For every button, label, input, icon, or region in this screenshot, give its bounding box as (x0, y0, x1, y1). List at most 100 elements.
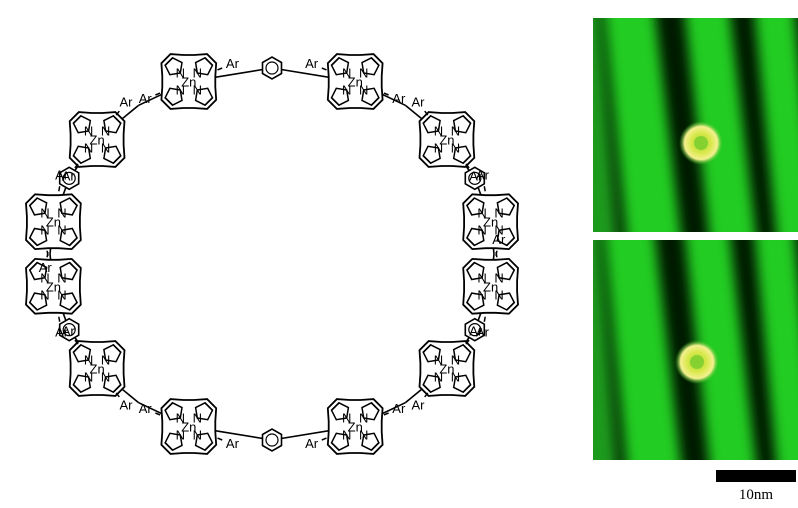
nitrogen-label: N (57, 270, 66, 285)
scale-bar-label: 10nm (738, 487, 774, 503)
macrocycle (326, 53, 384, 110)
zinc-label: Zn (348, 420, 363, 435)
aryl-label: Ar (139, 91, 153, 106)
nitrogen-label: N (101, 370, 110, 385)
aryl-label: Ar (226, 56, 240, 71)
nitrogen-label: N (101, 141, 110, 156)
nitrogen-label: N (176, 66, 185, 81)
phenylene-ring (464, 166, 486, 191)
macrocycle (25, 257, 82, 315)
nitrogen-label: N (84, 141, 93, 156)
aryl-label: Ar (62, 324, 76, 339)
zinc-label: Zn (181, 75, 196, 90)
macrocycle (160, 53, 218, 110)
aryl-label: Ar (412, 95, 426, 110)
phenylene-ring (261, 56, 283, 80)
macrocycle (326, 398, 384, 455)
phenylene-ring (261, 428, 283, 452)
phenylene-ring (58, 166, 80, 191)
aryl-label: Ar (476, 325, 490, 340)
nitrogen-label: N (342, 411, 351, 426)
nitrogen-label: N (342, 66, 351, 81)
scale-bar (716, 470, 796, 482)
zinc-label: Zn (181, 420, 196, 435)
stm-image-bottom (593, 240, 798, 460)
aryl-label: Ar (305, 56, 319, 71)
aryl-label: Ar (476, 167, 490, 182)
macrocycle (68, 111, 126, 168)
nitrogen-label: N (176, 83, 185, 98)
zinc-label: Zn (483, 215, 498, 230)
macrocycle (160, 398, 218, 455)
zinc-label: Zn (46, 279, 61, 294)
nitrogen-label: N (451, 370, 460, 385)
phenylene-ring (464, 317, 486, 342)
nitrogen-label: N (477, 206, 486, 221)
nitrogen-label: N (342, 428, 351, 443)
aryl-label: Ar (392, 401, 406, 416)
nitrogen-label: N (451, 124, 460, 139)
macrocycle (418, 340, 476, 397)
nitrogen-label: N (176, 411, 185, 426)
stm-image-top (593, 18, 798, 232)
nitrogen-label: N (84, 353, 93, 368)
aryl-label: Ar (469, 169, 483, 184)
nitrogen-label: N (57, 287, 66, 302)
zinc-label: Zn (90, 362, 105, 377)
nitrogen-label: N (434, 370, 443, 385)
nitrogen-label: N (359, 66, 368, 81)
aryl-label: Ar (120, 398, 134, 413)
nitrogen-label: N (84, 370, 93, 385)
nitrogen-label: N (57, 206, 66, 221)
porphyrin-ring-structure: NNNNZnArArNNNNZnArArNNNNZnArArNNNNZnArAr… (25, 53, 519, 455)
nitrogen-label: N (40, 270, 49, 285)
nitrogen-label: N (193, 83, 202, 98)
nitrogen-label: N (477, 270, 486, 285)
nitrogen-label: N (40, 223, 49, 238)
nitrogen-label: N (193, 66, 202, 81)
zinc-label: Zn (439, 362, 454, 377)
macrocycle (418, 111, 476, 168)
zinc-label: Zn (348, 75, 363, 90)
macrocycle (462, 257, 519, 315)
nitrogen-label: N (359, 411, 368, 426)
nitrogen-label: N (434, 124, 443, 139)
nitrogen-label: N (176, 428, 185, 443)
macrocycle (68, 340, 126, 397)
nitrogen-label: N (359, 428, 368, 443)
nitrogen-label: N (494, 206, 503, 221)
aryl-label: Ar (55, 325, 69, 340)
aryl-label: Ar (55, 167, 69, 182)
zinc-label: Zn (483, 279, 498, 294)
nitrogen-label: N (494, 223, 503, 238)
aryl-label: Ar (412, 398, 426, 413)
macrocycle (462, 193, 519, 251)
macrocycle (25, 193, 82, 251)
aryl-label: Ar (39, 260, 53, 275)
nitrogen-label: N (40, 206, 49, 221)
aryl-label: Ar (305, 436, 319, 451)
nitrogen-label: N (494, 270, 503, 285)
zinc-label: Zn (439, 133, 454, 148)
aryl-label: Ar (139, 401, 153, 416)
nitrogen-label: N (359, 83, 368, 98)
nitrogen-label: N (101, 353, 110, 368)
phenylene-ring (58, 317, 80, 342)
nitrogen-label: N (494, 287, 503, 302)
nitrogen-label: N (193, 411, 202, 426)
nitrogen-label: N (477, 223, 486, 238)
nitrogen-label: N (193, 428, 202, 443)
nitrogen-label: N (451, 353, 460, 368)
nitrogen-label: N (477, 287, 486, 302)
